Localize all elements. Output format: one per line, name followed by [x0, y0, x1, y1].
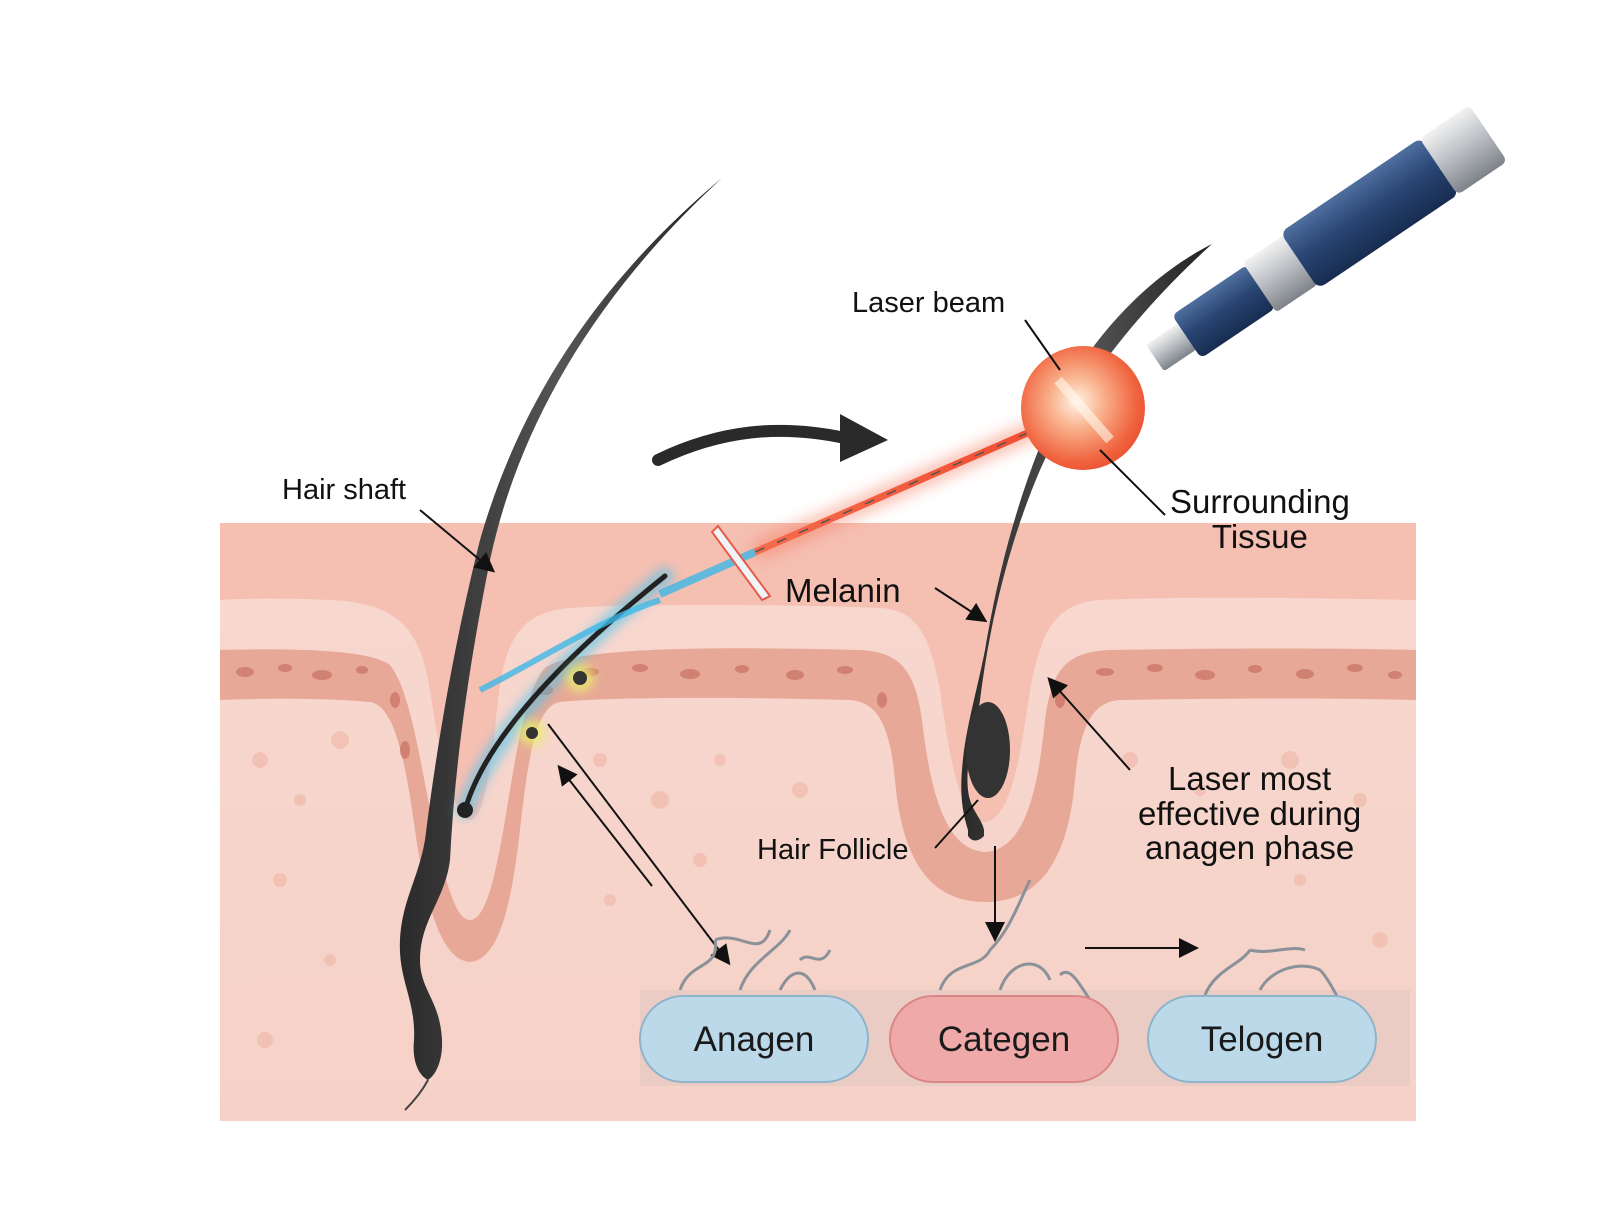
- leader-laser-beam: [1024, 319, 1061, 371]
- curved-arrow-icon: [652, 414, 888, 466]
- phase-label-anagen: Anagen: [693, 1020, 815, 1059]
- label-laser-effective: Laser most effective during anagen phase: [1138, 760, 1362, 867]
- laser-beam: [658, 346, 1145, 602]
- small-hair: [462, 573, 668, 813]
- dermis-cells: [236, 664, 1402, 759]
- arrow-to-anagen: [547, 723, 731, 966]
- phase-label-categen: Categen: [937, 1020, 1071, 1059]
- phase-label-telogen: Telogen: [1200, 1020, 1324, 1059]
- leader-surrounding-tissue: [1099, 449, 1166, 516]
- leader-hair-shaft: [419, 509, 496, 573]
- phase-pill-anagen: [639, 995, 869, 1083]
- laser-handpiece-icon: [1147, 107, 1505, 371]
- phase-pill-telogen: [1147, 995, 1377, 1083]
- label-laser-beam: Laser beam: [852, 287, 1006, 319]
- epidermis-layer: [220, 523, 1416, 822]
- left-hair: [399, 178, 722, 1111]
- label-melanin: Melanin: [785, 572, 901, 609]
- leader-laser-effective: [1047, 677, 1131, 771]
- phase-hair-sketches: [678, 879, 1342, 1002]
- label-hair-shaft: Hair shaft: [282, 474, 407, 506]
- phase-pill-categen: [889, 995, 1119, 1083]
- dermis-band: [220, 648, 1416, 962]
- tissue-speckles: [252, 731, 1388, 1048]
- label-surrounding-tissue: Surrounding Tissue: [1170, 483, 1350, 555]
- beam-emitter: [710, 524, 772, 602]
- small-hair-glow: [456, 567, 674, 819]
- hair-shaft-left: [399, 178, 722, 1080]
- leader-hair-follicle: [934, 799, 979, 849]
- phase-pills: [639, 995, 1377, 1083]
- leader-lines: [419, 319, 1199, 966]
- leader-melanin: [934, 587, 988, 623]
- arrow-up-melanin: [557, 764, 653, 887]
- label-hair-follicle: Hair Follicle: [757, 834, 909, 866]
